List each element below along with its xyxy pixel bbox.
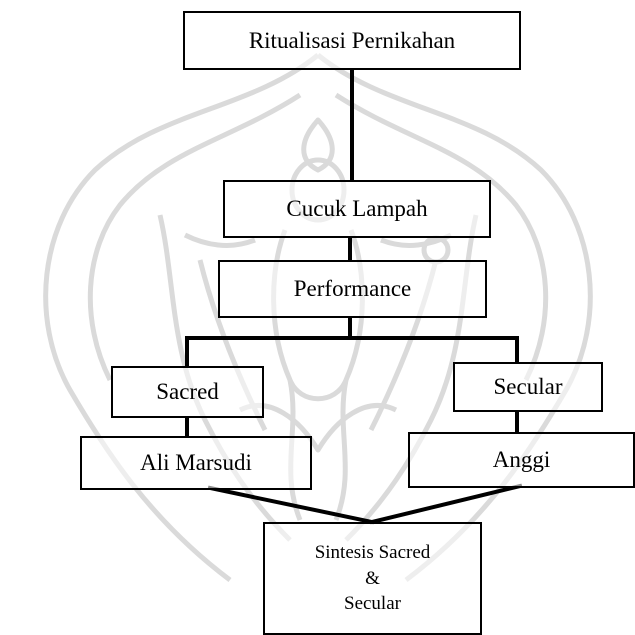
node-ali-marsudi-label: Ali Marsudi xyxy=(140,450,252,476)
node-anggi: Anggi xyxy=(408,432,635,488)
node-root-label: Ritualisasi Pernikahan xyxy=(248,27,456,53)
connector-anggi-sintesis xyxy=(369,483,523,525)
node-cucuk-lampah: Cucuk Lampah xyxy=(223,180,491,238)
node-secular-label: Secular xyxy=(493,374,563,400)
node-secular: Secular xyxy=(453,362,603,412)
node-performance: Performance xyxy=(218,260,487,318)
node-sintesis: Sintesis Sacred & Secular xyxy=(263,522,482,635)
node-performance-label: Performance xyxy=(293,276,412,302)
node-root: Ritualisasi Pernikahan xyxy=(183,11,521,70)
node-ali-marsudi: Ali Marsudi xyxy=(80,436,312,490)
connector-ali-sintesis xyxy=(207,485,375,525)
node-cucuk-lampah-label: Cucuk Lampah xyxy=(286,196,428,222)
node-sacred-label: Sacred xyxy=(156,379,219,405)
node-sintesis-line-3: Secular xyxy=(344,593,401,615)
node-sintesis-line-2: & xyxy=(365,567,380,589)
node-sacred: Sacred xyxy=(111,366,264,418)
node-anggi-label: Anggi xyxy=(492,447,551,473)
node-sintesis-line-1: Sintesis Sacred xyxy=(314,542,431,564)
